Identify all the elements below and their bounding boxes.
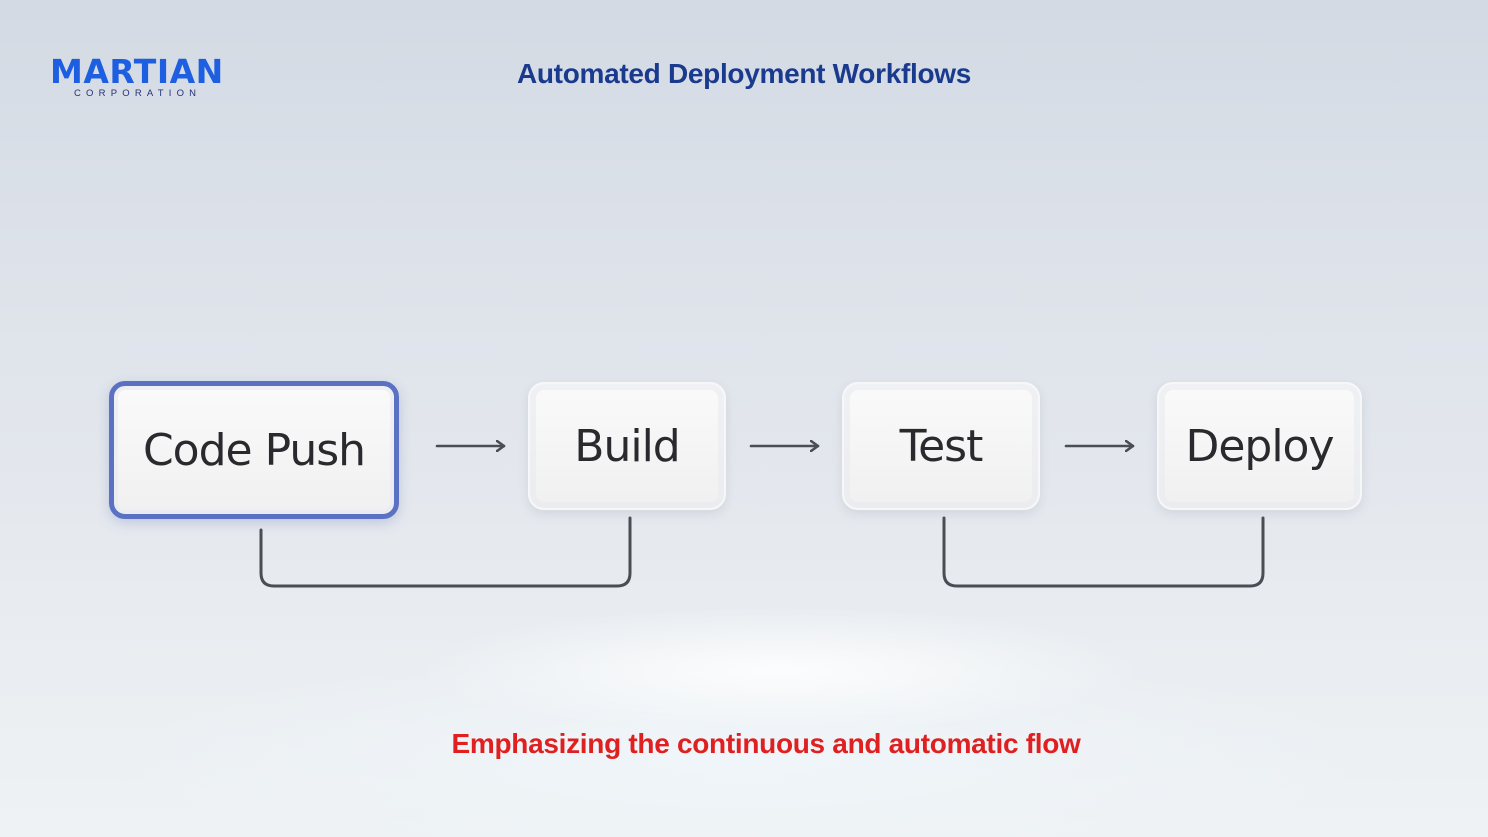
step-code-push: Code Push: [109, 381, 399, 519]
page-title: Automated Deployment Workflows: [516, 58, 972, 89]
step-deploy: Deploy: [1157, 382, 1362, 510]
step-label: Deploy: [1185, 420, 1334, 472]
step-label: Build: [574, 420, 680, 472]
step-label: Test: [899, 420, 984, 472]
logo-wordmark: MARTIAN: [50, 52, 224, 91]
logo-subtitle: CORPORATION: [74, 88, 202, 99]
step-label: Code Push: [142, 424, 366, 476]
step-build: Build: [528, 382, 726, 510]
loop-link-codepush-build: [259, 516, 632, 588]
footer-caption: Emphasizing the continuous and automatic…: [451, 728, 1081, 759]
loop-link-test-deploy: [942, 516, 1265, 588]
martian-logo: MARTIAN CORPORATION: [50, 55, 250, 103]
step-test: Test: [842, 382, 1040, 510]
